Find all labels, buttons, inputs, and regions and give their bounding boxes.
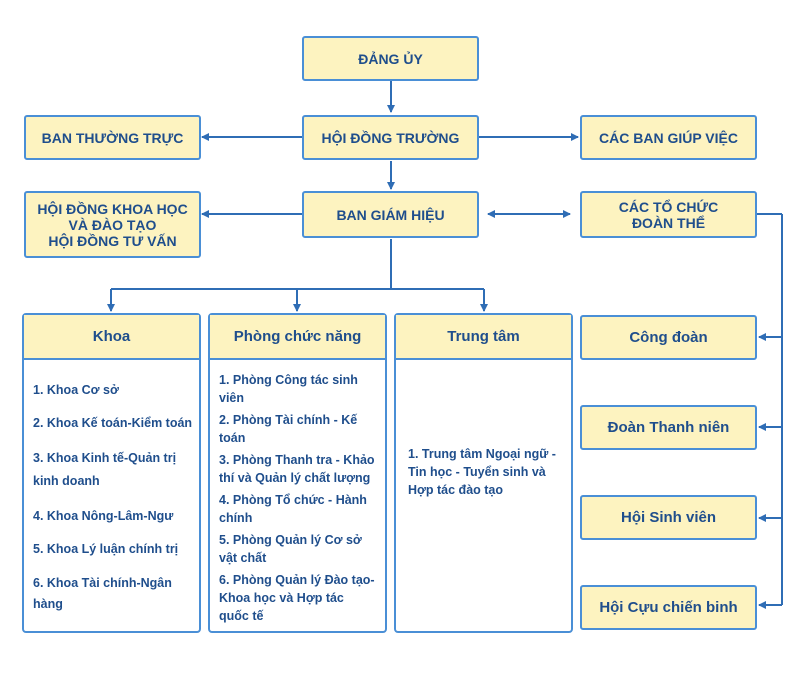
khoa-list: 1. Khoa Cơ sở 2. Khoa Kế toán-Kiểm toán … (33, 381, 193, 615)
cac-ban-giup-viec-box: CÁC BAN GIÚP VIỆC (580, 115, 757, 160)
trung-tam-header: Trung tâm (396, 315, 571, 360)
hoi-dong-khoa-hoc-label: HỘI ĐỒNG KHOA HỌC VÀ ĐÀO TẠO HỘI ĐỒNG TƯ… (37, 200, 188, 249)
list-item: 3. Phòng Thanh tra - Khảo thí và Quản lý… (219, 453, 375, 485)
list-item: 3. Khoa Kinh tế-Quản trị kinh doanh (33, 451, 177, 488)
trung-tam-panel: Trung tâm 1. Trung tâm Ngoại ngữ - Tin h… (394, 313, 573, 633)
cong-doan-box: Công đoàn (580, 315, 757, 360)
cac-to-chuc-doan-the-box: CÁC TỔ CHỨC ĐOÀN THỂ (580, 191, 757, 238)
khoa-panel: Khoa 1. Khoa Cơ sở 2. Khoa Kế toán-Kiểm … (22, 313, 201, 633)
list-item: 6. Phòng Quản lý Đào tạo- Khoa học và Hợ… (219, 573, 375, 623)
cong-doan-label: Công đoàn (629, 328, 708, 346)
khoa-header: Khoa (24, 315, 199, 360)
cac-ban-giup-viec-label: CÁC BAN GIÚP VIỆC (599, 129, 738, 146)
ban-thuong-truc-label: BAN THƯỜNG TRỰC (41, 129, 184, 146)
list-item: 2. Phòng Tài chính - Kế toán (219, 413, 358, 445)
list-item: 5. Phòng Quản lý Cơ sở vật chất (219, 533, 362, 565)
list-item: 6. Khoa Tài chính-Ngân hàng (33, 576, 172, 611)
doan-thanh-nien-box: Đoàn Thanh niên (580, 405, 757, 450)
list-item: 4. Khoa Nông-Lâm-Ngư (33, 509, 174, 523)
trung-tam-title: Trung tâm (447, 328, 520, 345)
phong-chuc-nang-panel: Phòng chức năng 1. Phòng Công tác sinh v… (208, 313, 387, 633)
khoa-title: Khoa (92, 328, 131, 345)
phong-chuc-nang-header: Phòng chức năng (210, 315, 385, 360)
hoi-sinh-vien-label: Hội Sinh viên (620, 508, 716, 526)
dang-uy-box: ĐẢNG ỦY (302, 36, 479, 81)
list-item: 1. Phòng Công tác sinh viên (219, 373, 358, 405)
trung-tam-list: 1. Trung tâm Ngoại ngữ - Tin học - Tuyển… (408, 445, 565, 499)
hoi-cuu-chien-binh-box: Hội Cựu chiến binh (580, 585, 757, 630)
hoi-dong-khoa-hoc-box: HỘI ĐỒNG KHOA HỌC VÀ ĐÀO TẠO HỘI ĐỒNG TƯ… (24, 191, 201, 258)
list-item: 5. Khoa Lý luận chính trị (33, 542, 179, 556)
hoi-dong-truong-box: HỘI ĐỒNG TRƯỜNG (302, 115, 479, 160)
hoi-sinh-vien-box: Hội Sinh viên (580, 495, 757, 540)
hoi-cuu-chien-binh-label: Hội Cựu chiến binh (599, 598, 738, 616)
ban-giam-hieu-label: BAN GIÁM HIỆU (336, 206, 445, 223)
list-item: 1. Trung tâm Ngoại ngữ - Tin học - Tuyển… (408, 447, 556, 497)
dang-uy-label: ĐẢNG ỦY (358, 50, 423, 67)
list-item: 4. Phòng Tổ chức - Hành chính (219, 493, 367, 525)
ban-giam-hieu-box: BAN GIÁM HIỆU (302, 191, 479, 238)
phong-chuc-nang-list: 1. Phòng Công tác sinh viên 2. Phòng Tài… (219, 371, 379, 625)
doan-thanh-nien-label: Đoàn Thanh niên (607, 418, 730, 436)
ban-thuong-truc-box: BAN THƯỜNG TRỰC (24, 115, 201, 160)
phong-chuc-nang-title: Phòng chức năng (233, 328, 362, 345)
list-item: 1. Khoa Cơ sở (33, 383, 119, 397)
hoi-dong-truong-label: HỘI ĐỒNG TRƯỜNG (321, 129, 460, 146)
list-item: 2. Khoa Kế toán-Kiểm toán (33, 416, 193, 430)
cac-to-chuc-doan-the-label: CÁC TỔ CHỨC ĐOÀN THỂ (618, 198, 719, 231)
